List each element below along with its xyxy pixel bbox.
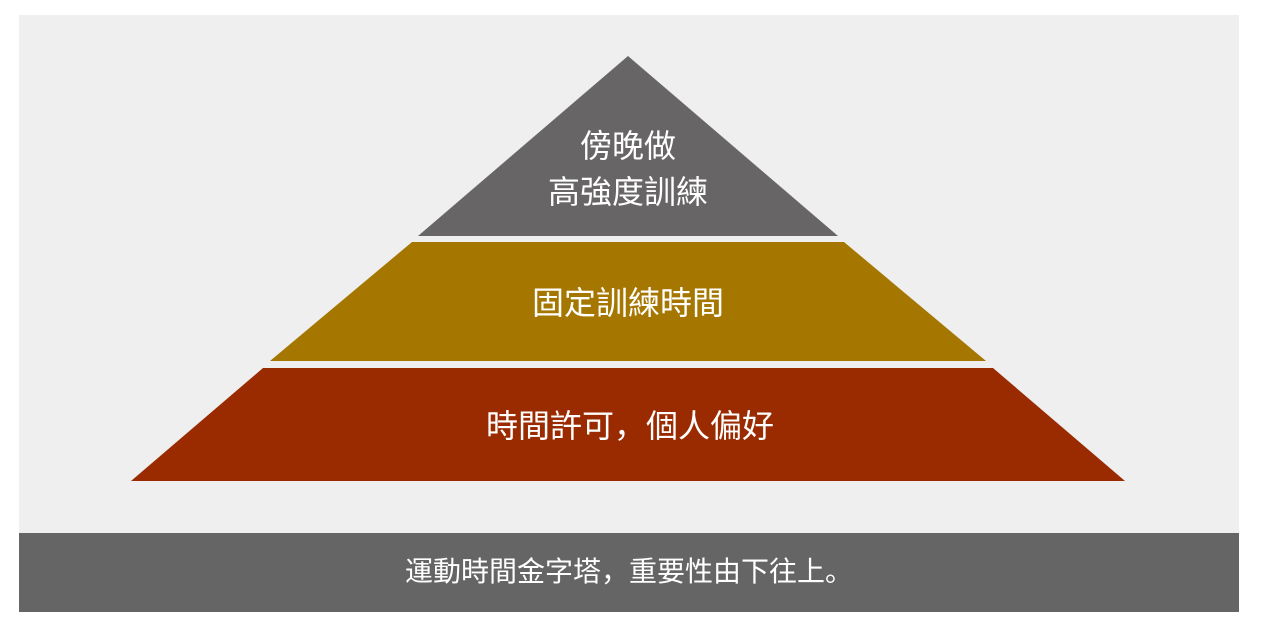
- pyramid-tier-top-line2: 高強度訓練: [547, 173, 708, 211]
- pyramid-tier-middle-label: 固定訓練時間: [531, 284, 724, 322]
- pyramid-tier-top-line1: 傍晚做: [579, 127, 676, 165]
- pyramid-tier-bottom: [131, 368, 1125, 481]
- pyramid-tier-bottom-label: 時間許可，個人偏好: [485, 407, 774, 445]
- pyramid-tier-top-label: 傍晚做 高強度訓練: [468, 123, 788, 215]
- caption-text: 運動時間金字塔，重要性由下往上。: [404, 555, 853, 588]
- pyramid-tier-top: [418, 56, 838, 236]
- caption-bar: 運動時間金字塔，重要性由下往上。: [19, 533, 1239, 612]
- pyramid-tier-middle: [270, 242, 986, 361]
